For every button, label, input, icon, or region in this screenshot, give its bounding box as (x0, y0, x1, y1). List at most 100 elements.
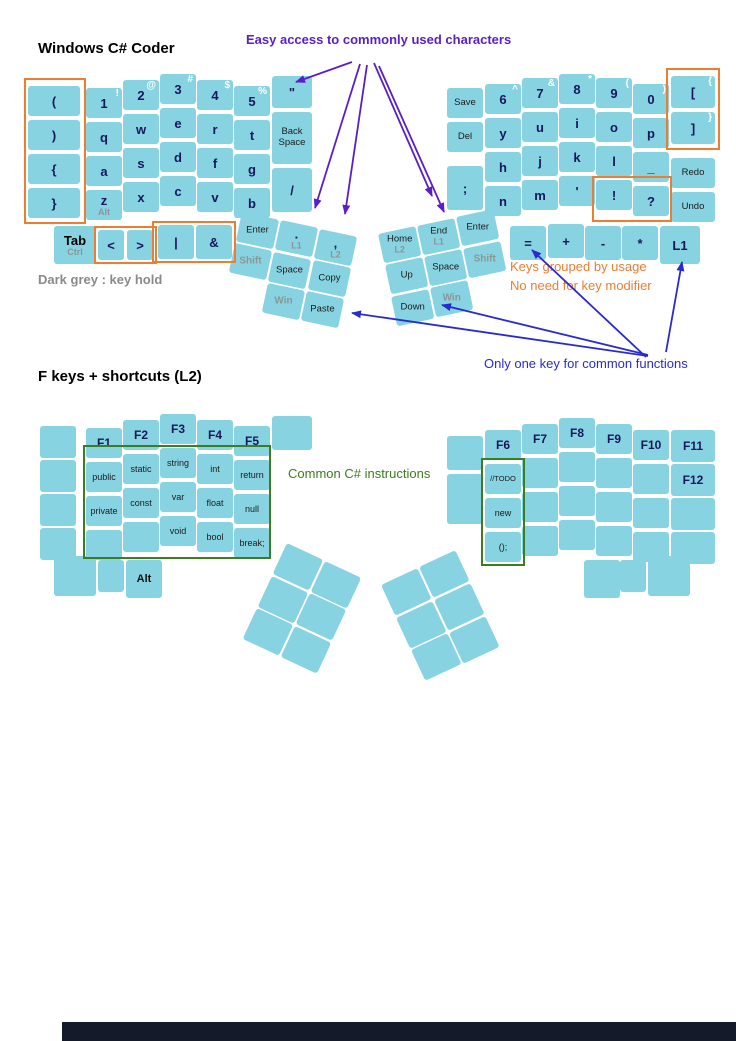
key-win: Win (261, 283, 306, 321)
key-close-bracket: }] (671, 112, 715, 144)
blank-key (648, 556, 690, 596)
key-label: F9 (606, 432, 621, 446)
key-label: void (169, 525, 187, 536)
key-f11: F11 (671, 430, 715, 462)
key-undo: Undo (671, 192, 715, 222)
key-enter: Enter (456, 209, 500, 247)
key-l: l (596, 146, 632, 176)
hold-label: L2 (330, 249, 341, 260)
key-l1: L1 (660, 226, 700, 264)
key-open-bracket: {[ (671, 76, 715, 108)
key-close-paren: ) (28, 120, 80, 150)
key-close-brace: } (28, 188, 80, 218)
key-label: p (647, 125, 655, 141)
key-j: j (522, 146, 558, 176)
key-question: ? (633, 186, 669, 216)
key-label: F8 (569, 426, 584, 440)
key-label: 7 (536, 85, 544, 101)
key-label: 9 (610, 85, 618, 101)
shifted-symbol: $ (224, 80, 230, 91)
key-5: %5 (234, 86, 270, 116)
hold-label: Ctrl (67, 246, 83, 257)
key-label: Alt (136, 572, 152, 585)
key-label: q (100, 129, 108, 145)
key-del: Del (447, 122, 483, 152)
key-label: string (166, 457, 189, 468)
blank-key (447, 436, 483, 470)
key-label: Tab (63, 232, 87, 248)
key-label: & (209, 234, 219, 250)
key-label: i (575, 115, 579, 131)
key-label: float (206, 497, 224, 508)
shifted-symbol: * (588, 74, 592, 85)
key-p: p (633, 118, 669, 148)
shifted-symbol: @ (146, 80, 156, 91)
key-label: 8 (573, 81, 581, 97)
key-label: //TODO (490, 474, 516, 484)
key-less-than: < (98, 230, 124, 260)
key-label: Paste (310, 303, 335, 315)
key-label: public (92, 471, 116, 482)
key-label: u (536, 119, 544, 135)
key-f: f (197, 148, 233, 178)
key-f3: F3 (160, 414, 196, 444)
key-u: u (522, 112, 558, 142)
key-label: - (600, 235, 606, 251)
key-shift: Shift (228, 243, 273, 281)
blank-key (596, 526, 632, 556)
keys-grouped-note-line2: No need for key modifier (510, 278, 652, 293)
key-pipe: | (158, 225, 194, 259)
key-label: > (136, 237, 144, 253)
key-label: F2 (133, 428, 148, 442)
key-plus: + (548, 224, 584, 258)
key-label: return (240, 469, 264, 480)
key-f7: F7 (522, 424, 558, 454)
key-w: w (123, 114, 159, 144)
key-break: break; (234, 528, 270, 558)
keys-grouped-note: Keys grouped by usage No need for key mo… (510, 257, 652, 295)
key-label: d (174, 149, 182, 165)
key-label: F7 (532, 432, 547, 446)
key-apostrophe: ' (559, 176, 595, 206)
key-label: e (174, 115, 182, 131)
key-label: " (288, 84, 296, 100)
shifted-symbol: } (708, 112, 712, 123)
key-label: { (51, 161, 57, 177)
blank-key (98, 560, 124, 592)
blank-key (522, 526, 558, 556)
key-label: ( (51, 93, 57, 109)
key-label: ! (611, 187, 617, 203)
key-label: r (212, 121, 218, 137)
key-y: y (485, 118, 521, 148)
key-todo-comment: //TODO (485, 464, 521, 494)
key-f1: F1 (86, 428, 122, 458)
key-label: m (534, 187, 546, 203)
key-equals: = (510, 226, 546, 260)
key-label: k (573, 149, 581, 165)
key-label: End (430, 225, 448, 237)
key-label: n (499, 193, 507, 209)
key-label: + (562, 233, 570, 249)
key-label: ] (690, 120, 696, 136)
key-label: (); (498, 541, 508, 552)
key-label: Shift (473, 253, 496, 265)
key-label: Redo (681, 166, 705, 178)
key-win: Win (430, 280, 474, 318)
blank-key (54, 556, 96, 596)
key-label: Enter (246, 224, 269, 236)
key-label: l (612, 153, 616, 169)
key-minus: - (585, 226, 621, 260)
blank-key (633, 498, 669, 528)
key-label: ; (462, 180, 468, 196)
blank-key (123, 522, 159, 552)
key-label: . (294, 226, 299, 242)
key-const: const (123, 488, 159, 518)
key-q: q (86, 122, 122, 152)
key-1: !1 (86, 88, 122, 118)
key-t: t (234, 120, 270, 150)
key-4: $4 (197, 80, 233, 110)
key-g: g (234, 154, 270, 184)
key-f8: F8 (559, 418, 595, 448)
key-m: m (522, 180, 558, 210)
shifted-symbol: ^ (512, 84, 518, 95)
